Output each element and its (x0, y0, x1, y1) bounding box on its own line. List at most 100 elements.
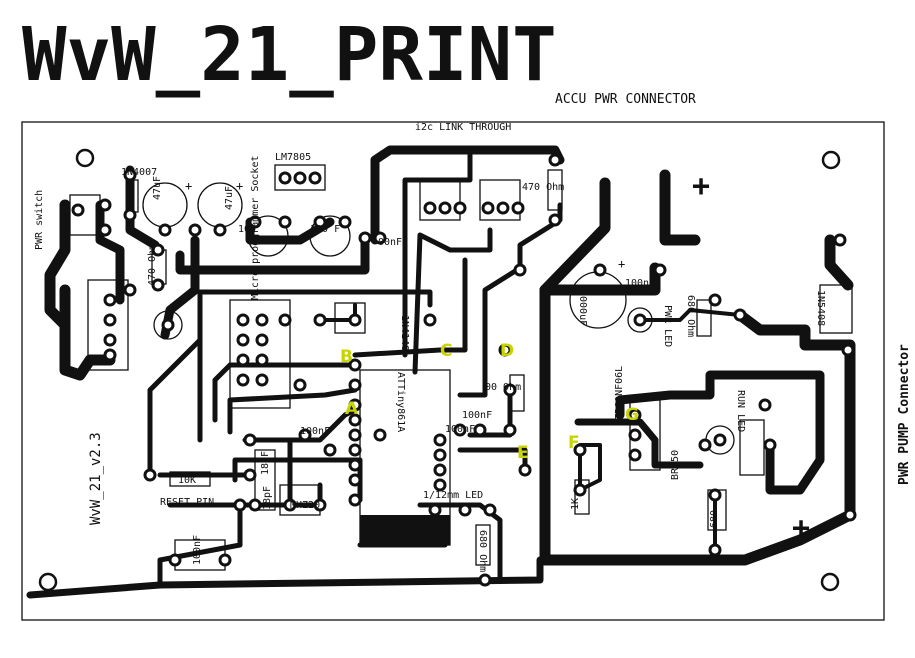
mounting-holes (38, 148, 841, 592)
power-trace-e (370, 145, 565, 245)
pad (698, 438, 712, 452)
pad (433, 463, 447, 477)
mounting-hole-bottom-left (38, 572, 58, 592)
board-outline (21, 121, 885, 621)
pad (358, 231, 372, 245)
pad (298, 428, 312, 442)
label-cap-100nf-top: 100nF (625, 278, 655, 289)
label-i2c-link: i2c LINK THROUGH (415, 122, 511, 133)
label-attiny: ATTiny861A (395, 372, 406, 432)
power-trace-a (95, 200, 125, 305)
component-labels: 1N4007 47uF 47uF 470 Ohm LM7805 100 100 … (34, 122, 912, 572)
label-cap-100nf-reset: 100nF (192, 535, 203, 565)
attiny-pad-strip (360, 515, 450, 545)
pad (433, 478, 447, 492)
pad (628, 428, 642, 442)
test-point-a: A (345, 399, 359, 419)
pad (373, 231, 387, 245)
signal-trace-3 (212, 362, 358, 423)
pad (518, 463, 532, 477)
pad (458, 503, 472, 517)
pad (323, 443, 337, 457)
pad (708, 543, 722, 557)
pad (143, 468, 157, 482)
label-cap-100nf-mid2: 100nF (445, 424, 475, 435)
power-trace-c (125, 165, 160, 250)
label-led-17: 1/12mm LED (423, 490, 483, 501)
pad (438, 201, 452, 215)
polarity-plus-cap-b: + (236, 179, 243, 193)
i2c-connector-a (419, 179, 461, 221)
test-point-e: E (517, 443, 529, 463)
pad (236, 333, 250, 347)
pad (233, 498, 247, 512)
signal-trace-1 (197, 289, 433, 443)
pad (278, 215, 292, 229)
ground-trace-bottom (26, 556, 544, 599)
label-crystal: MHZ20 (290, 500, 320, 511)
pad (843, 508, 857, 522)
pad (633, 313, 647, 327)
test-point-b: B (340, 347, 353, 367)
pad (348, 358, 362, 372)
label-res-680-top: 680 Ohm (685, 295, 696, 337)
pad (308, 171, 322, 185)
mounting-hole-top-right (821, 150, 841, 170)
label-res-10k: 10K (178, 475, 196, 486)
power-trace-d (175, 235, 370, 275)
pad (103, 293, 117, 307)
pad (151, 243, 165, 257)
label-cap-100nf-left: 100nF (300, 426, 330, 437)
power-trace-reg (245, 217, 335, 245)
test-point-f: F (568, 433, 580, 453)
pad (71, 203, 85, 217)
pad (511, 201, 525, 215)
pad (513, 263, 527, 277)
pad (433, 433, 447, 447)
pad (453, 201, 467, 215)
mounting-hole-bottom-right (820, 572, 840, 592)
pad (496, 201, 510, 215)
pwr-led-body (627, 307, 653, 333)
pad (243, 433, 257, 447)
label-reset-pin: RESET PIN (160, 497, 214, 508)
power-trace-diode (824, 234, 854, 291)
pad (833, 233, 847, 247)
mounting-hole-top-left (75, 148, 95, 168)
label-cap-47uf-a: 47uF (152, 176, 163, 200)
pad (161, 318, 175, 332)
lm7805-body (274, 164, 326, 191)
pad (348, 313, 362, 327)
power-trace-switch (44, 199, 71, 331)
pwr-switch-body (69, 194, 101, 236)
label-res-1k: 1K (570, 498, 581, 510)
label-pwr-switch: PWR switch (34, 190, 45, 250)
programmer-socket-body (229, 299, 291, 409)
signal-trace-2 (147, 337, 203, 478)
pad (348, 458, 362, 472)
power-trace-gate (574, 418, 704, 469)
signal-trace-18 (257, 437, 293, 508)
pad (313, 313, 327, 327)
pad (278, 313, 292, 327)
polarity-marks: + + + + + (185, 169, 810, 546)
component-outlines (69, 164, 853, 571)
pad (708, 488, 722, 502)
pad (348, 428, 362, 442)
pad (423, 313, 437, 327)
power-trace-left-rail (539, 177, 611, 566)
pad (123, 208, 137, 222)
label-res-470: 470 Ohm (147, 244, 158, 286)
label-1n4148: 1N4148 (399, 315, 410, 351)
power-trace-bottom (539, 309, 856, 566)
pad (243, 468, 257, 482)
pad (348, 493, 362, 507)
pad (708, 293, 722, 307)
label-pwr-pump-connector: PWR PUMP Connector (897, 344, 912, 485)
polarity-plus-bottom: + (792, 511, 810, 546)
pad (573, 443, 587, 457)
pad (213, 223, 227, 237)
polarity-plus-cap-a: + (185, 179, 192, 193)
res-10k-body (169, 471, 211, 487)
